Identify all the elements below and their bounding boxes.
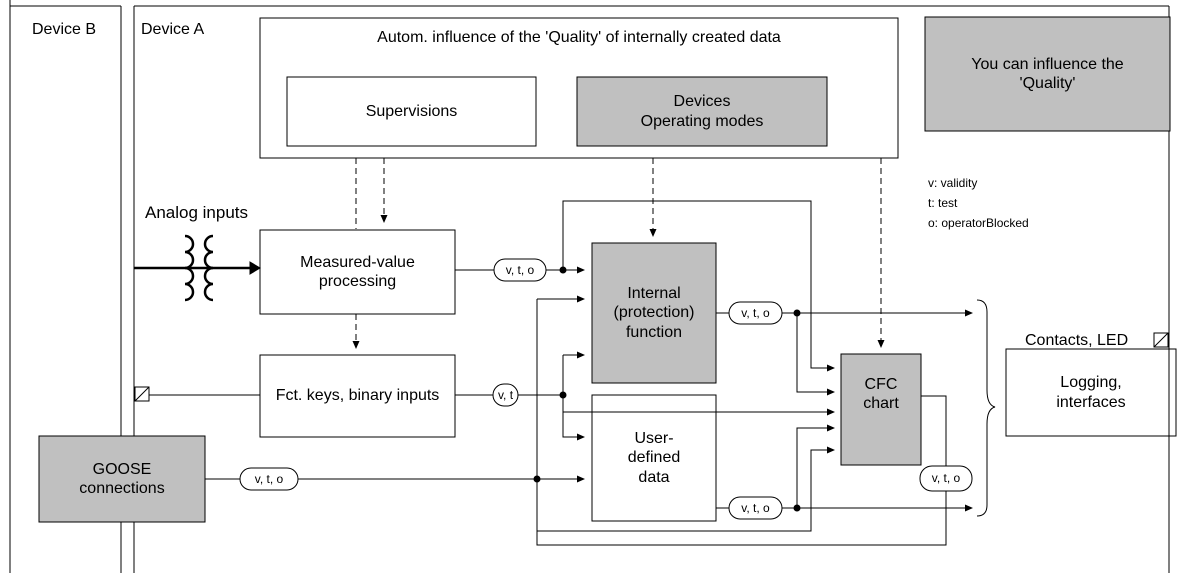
pill-vto-user [728, 496, 783, 520]
device-b-label: Device B [32, 21, 97, 38]
goose-line2: connections [79, 480, 165, 497]
pill-vto-goose [239, 467, 299, 491]
pill-vto-internal [728, 301, 783, 325]
goose-line1: GOOSE [92, 460, 152, 478]
user-line1: User- [634, 430, 674, 448]
cfc-line1: CFC [864, 375, 898, 393]
user-line2: defined [627, 449, 681, 467]
user-to-cfc-line [796, 424, 835, 508]
cfc-chart-label: CFC chart [841, 354, 921, 434]
fct-keys-box [259, 354, 456, 438]
pill-vt-fct [492, 383, 519, 407]
junction-dot [533, 475, 541, 483]
logging-interfaces-box [1005, 348, 1177, 437]
pill-vto-user-label: v, t, o [741, 500, 770, 515]
measured-line2: processing [318, 273, 397, 290]
cfc-line2: chart [863, 395, 899, 412]
contacts-symbol [1153, 332, 1169, 348]
legend-operator-blocked: o: operatorBlocked [928, 216, 1029, 230]
legend-validity: v: validity [928, 176, 978, 190]
measured-value-box [259, 229, 456, 315]
legend-test: t: test [928, 196, 958, 210]
cfc-output-line [921, 395, 947, 466]
measured-line1: Measured-value [300, 253, 415, 271]
pill-vto-cfc-label: v, t, o [931, 471, 961, 486]
analog-inputs-label: Analog inputs [145, 203, 249, 222]
supervisions-label: Supervisions [365, 102, 458, 120]
pill-vto-internal-label: v, t, o [741, 305, 770, 320]
junction-dot [559, 266, 567, 274]
logging-line2: interfaces [1056, 393, 1126, 411]
measured-value-label: Measured-value processing [260, 230, 455, 314]
pill-vto-measured [493, 258, 547, 282]
junction-dot [559, 391, 567, 399]
pill-vto-measured-label: v, t, o [505, 262, 535, 277]
devices-operating-modes-label: Devices Operating modes [577, 77, 827, 146]
internal-line2: (protection) [613, 304, 695, 322]
binary-input-symbol [134, 386, 150, 402]
devices-operating-modes-box [576, 76, 828, 147]
influence-line1: You can influence the [971, 55, 1124, 73]
user-line3: data [638, 468, 670, 486]
feedback-bus-line [536, 299, 947, 546]
analog-input-arrowhead [249, 261, 261, 275]
cfc-chart-box [840, 353, 922, 466]
goose-connections-box [38, 435, 206, 523]
fct-to-user-line [562, 355, 585, 441]
logging-line1: Logging, [1060, 374, 1122, 392]
pill-vto-cfc [919, 465, 973, 492]
devices-label-line2: Operating modes [640, 112, 764, 130]
devices-label-line1: Devices [673, 93, 731, 111]
binary-input-symbol-slash [134, 386, 150, 402]
logging-interfaces-label: Logging, interfaces [1006, 349, 1176, 436]
fct-keys-label: Fct. keys, binary inputs [275, 387, 440, 405]
you-can-influence-label: You can influence the 'Quality' [925, 17, 1170, 131]
internal-function-label: Internal (protection) function [592, 243, 716, 383]
measured-to-cfc-line [562, 200, 835, 372]
internal-to-cfc-line [796, 313, 835, 396]
pill-vto-goose-label: v, t, o [254, 471, 284, 486]
output-brace [976, 299, 996, 517]
internal-line3: function [625, 323, 683, 341]
autom-influence-title: Autom. influence of the 'Quality' of int… [377, 29, 781, 46]
internal-line1: Internal [627, 285, 681, 303]
autom-influence-box [259, 17, 899, 159]
goose-to-cfc-line [536, 446, 835, 532]
you-can-influence-box [924, 16, 1171, 132]
user-defined-box [591, 394, 717, 522]
user-defined-label: User- defined data [592, 395, 716, 521]
goose-connections-label: GOOSE connections [39, 436, 205, 522]
influence-line2: 'Quality' [1019, 75, 1076, 92]
contacts-symbol-slash [1153, 332, 1169, 348]
device-a-label: Device A [141, 21, 205, 38]
supervisions-box [286, 76, 537, 147]
junction-dot [793, 504, 801, 512]
internal-function-box [591, 242, 717, 384]
contacts-led-label: Contacts, LED [1025, 332, 1129, 349]
fct-to-cfc-line [562, 395, 835, 416]
junction-dot [793, 309, 801, 317]
pill-vt-fct-label: v, t [497, 387, 514, 402]
